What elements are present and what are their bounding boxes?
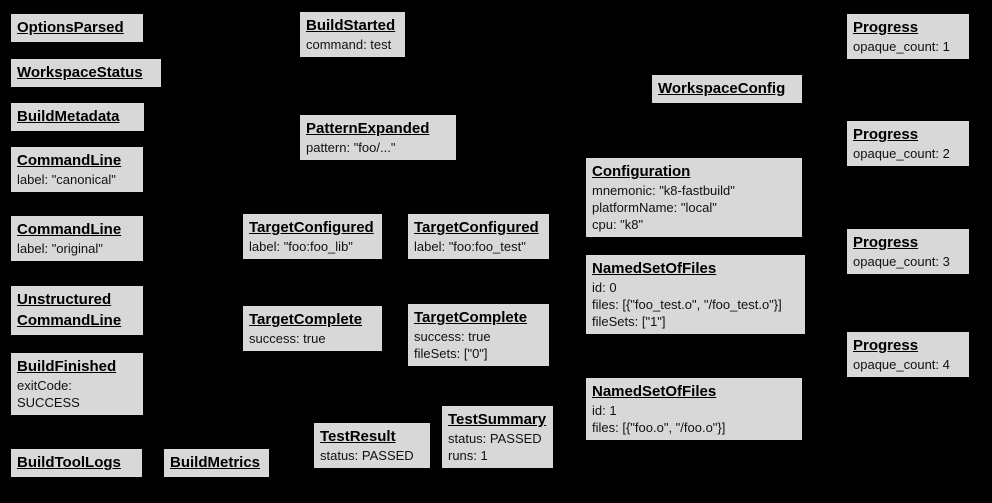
node-progress-3: Progress opaque_count: 3 xyxy=(846,228,970,275)
node-target-configured-lib: TargetConfigured label: "foo:foo_lib" xyxy=(242,213,383,260)
node-body: status: PASSED runs: 1 xyxy=(448,431,542,463)
node-title: CommandLine xyxy=(17,152,122,169)
node-title: Progress xyxy=(853,126,919,143)
node-body: status: PASSED xyxy=(320,448,414,463)
node-progress-2: Progress opaque_count: 2 xyxy=(846,120,970,167)
node-title: BuildStarted xyxy=(306,17,396,34)
node-progress-4: Progress opaque_count: 4 xyxy=(846,331,970,378)
node-body: mnemonic: "k8-fastbuild" platformName: "… xyxy=(592,183,735,232)
node-body: command: test xyxy=(306,37,392,52)
node-test-result: TestResult status: PASSED xyxy=(313,422,431,469)
node-title: PatternExpanded xyxy=(306,120,430,137)
node-body: id: 0 files: [{"foo_test.o", "/foo_test.… xyxy=(592,280,782,329)
node-build-tool-logs: BuildToolLogs xyxy=(10,448,143,478)
node-title: Progress xyxy=(853,337,919,354)
node-title: Configuration xyxy=(592,163,691,180)
node-target-configured-test: TargetConfigured label: "foo:foo_test" xyxy=(407,213,550,260)
node-title: Progress xyxy=(853,19,919,36)
node-title: BuildMetadata xyxy=(17,108,120,125)
node-build-started: BuildStarted command: test xyxy=(299,11,406,58)
node-title: WorkspaceStatus xyxy=(17,64,143,81)
node-body: id: 1 files: [{"foo.o", "/foo.o"}] xyxy=(592,403,726,435)
node-body: success: true fileSets: ["0"] xyxy=(414,329,491,361)
node-title: TestResult xyxy=(320,428,396,445)
node-title: BuildMetrics xyxy=(170,454,261,471)
node-body: opaque_count: 2 xyxy=(853,146,950,161)
node-test-summary: TestSummary status: PASSED runs: 1 xyxy=(441,405,554,469)
node-title: TargetConfigured xyxy=(249,219,374,236)
node-title: NamedSetOfFiles xyxy=(592,260,717,277)
node-body: label: "foo:foo_test" xyxy=(414,239,526,254)
node-title: TargetComplete xyxy=(414,309,528,326)
node-body: label: "foo:foo_lib" xyxy=(249,239,353,254)
node-build-finished: BuildFinished exitCode: SUCCESS xyxy=(10,352,144,416)
node-workspace-status: WorkspaceStatus xyxy=(10,58,162,88)
node-build-metadata: BuildMetadata xyxy=(10,102,145,132)
node-configuration: Configuration mnemonic: "k8-fastbuild" pl… xyxy=(585,157,803,238)
node-body: success: true xyxy=(249,331,326,346)
node-named-set-of-files-0: NamedSetOfFiles id: 0 files: [{"foo_test.… xyxy=(585,254,806,335)
node-title: BuildFinished xyxy=(17,358,117,375)
node-title: BuildToolLogs xyxy=(17,454,121,471)
node-title: Progress xyxy=(853,234,919,251)
node-command-line-original: CommandLine label: "original" xyxy=(10,215,144,262)
node-options-parsed: OptionsParsed xyxy=(10,13,144,43)
node-target-complete-test: TargetComplete success: true fileSets: ["… xyxy=(407,303,550,367)
node-title: TargetComplete xyxy=(249,311,363,328)
node-command-line-canonical: CommandLine label: "canonical" xyxy=(10,146,144,193)
node-title: TestSummary xyxy=(448,411,547,428)
node-title: WorkspaceConfig xyxy=(658,80,786,97)
node-body: opaque_count: 4 xyxy=(853,357,950,372)
node-title: NamedSetOfFiles xyxy=(592,383,717,400)
node-title: CommandLine xyxy=(17,221,122,238)
node-target-complete-lib: TargetComplete success: true xyxy=(242,305,383,352)
node-body: pattern: "foo/..." xyxy=(306,140,396,155)
node-body: label: "original" xyxy=(17,241,103,256)
node-progress-1: Progress opaque_count: 1 xyxy=(846,13,970,60)
node-title: TargetConfigured xyxy=(414,219,539,236)
node-workspace-config: WorkspaceConfig xyxy=(651,74,803,104)
node-named-set-of-files-1: NamedSetOfFiles id: 1 files: [{"foo.o", "… xyxy=(585,377,803,441)
node-unstructured-command-line: Unstructured CommandLine xyxy=(10,285,144,336)
node-body: opaque_count: 3 xyxy=(853,254,950,269)
node-title: OptionsParsed xyxy=(17,19,124,36)
node-body: opaque_count: 1 xyxy=(853,39,950,54)
node-body: label: "canonical" xyxy=(17,172,116,187)
node-body: exitCode: SUCCESS xyxy=(17,378,80,410)
node-pattern-expanded: PatternExpanded pattern: "foo/..." xyxy=(299,114,457,161)
node-build-metrics: BuildMetrics xyxy=(163,448,270,478)
node-title: Unstructured CommandLine xyxy=(17,291,122,329)
